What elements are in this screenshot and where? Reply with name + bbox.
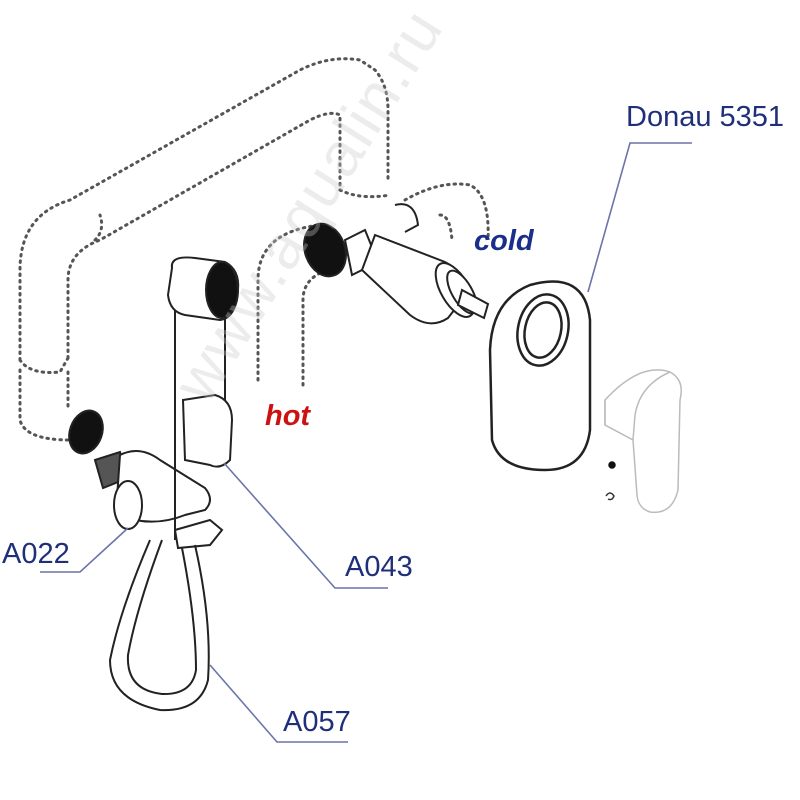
part-label-a057: A057 [283, 706, 351, 738]
angle-valve [68, 409, 211, 530]
shower-hose [108, 539, 210, 712]
mixer-body [303, 203, 490, 325]
hand-shower [166, 256, 240, 550]
leader-lines [40, 142, 692, 743]
concealed-pipes [18, 57, 490, 442]
lever-handle [604, 369, 682, 514]
leader-a022 [40, 527, 129, 573]
cold-label: cold [474, 225, 534, 257]
leader-donau [587, 142, 692, 293]
leader-a057 [209, 664, 348, 743]
hot-label: hot [265, 400, 311, 432]
part-label-a022: A022 [2, 538, 70, 570]
leader-a043 [223, 462, 388, 589]
model-label: Donau 5351 [626, 101, 785, 133]
part-label-a043: A043 [345, 551, 413, 583]
cover-plate [488, 280, 592, 472]
